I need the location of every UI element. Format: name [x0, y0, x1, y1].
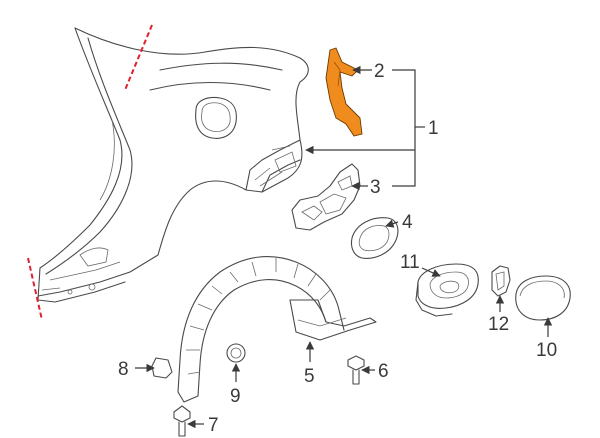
cut-line-lower	[27, 257, 43, 321]
label-part-9: 9	[230, 386, 241, 407]
label-part-2: 2	[374, 61, 385, 82]
label-part-8: 8	[118, 359, 129, 380]
part-9-grommet	[226, 343, 246, 363]
label-part-7: 7	[208, 415, 219, 436]
label-part-4: 4	[402, 212, 413, 233]
part-7-bolt	[173, 405, 191, 437]
label-part-11: 11	[400, 252, 420, 273]
part-11-housing	[415, 263, 479, 317]
part-2-bracket	[325, 47, 363, 137]
label-part-5: 5	[304, 366, 315, 387]
callouts	[135, 65, 553, 429]
part-3-bracket	[291, 163, 361, 231]
part-10-fuel-door	[515, 275, 571, 321]
label-part-3: 3	[370, 177, 381, 198]
part-9-liner	[177, 256, 377, 403]
label-part-10: 10	[536, 340, 557, 361]
label-part-1: 1	[428, 118, 439, 139]
part-4-housing	[350, 217, 399, 259]
label-part-6: 6	[378, 361, 389, 382]
quarter-panel	[27, 24, 309, 321]
label-part-12: 12	[488, 314, 509, 335]
part-6-screw	[347, 355, 365, 385]
part-8-clip	[151, 357, 173, 379]
cut-line-upper	[124, 24, 153, 91]
part-12-clip	[491, 265, 511, 297]
